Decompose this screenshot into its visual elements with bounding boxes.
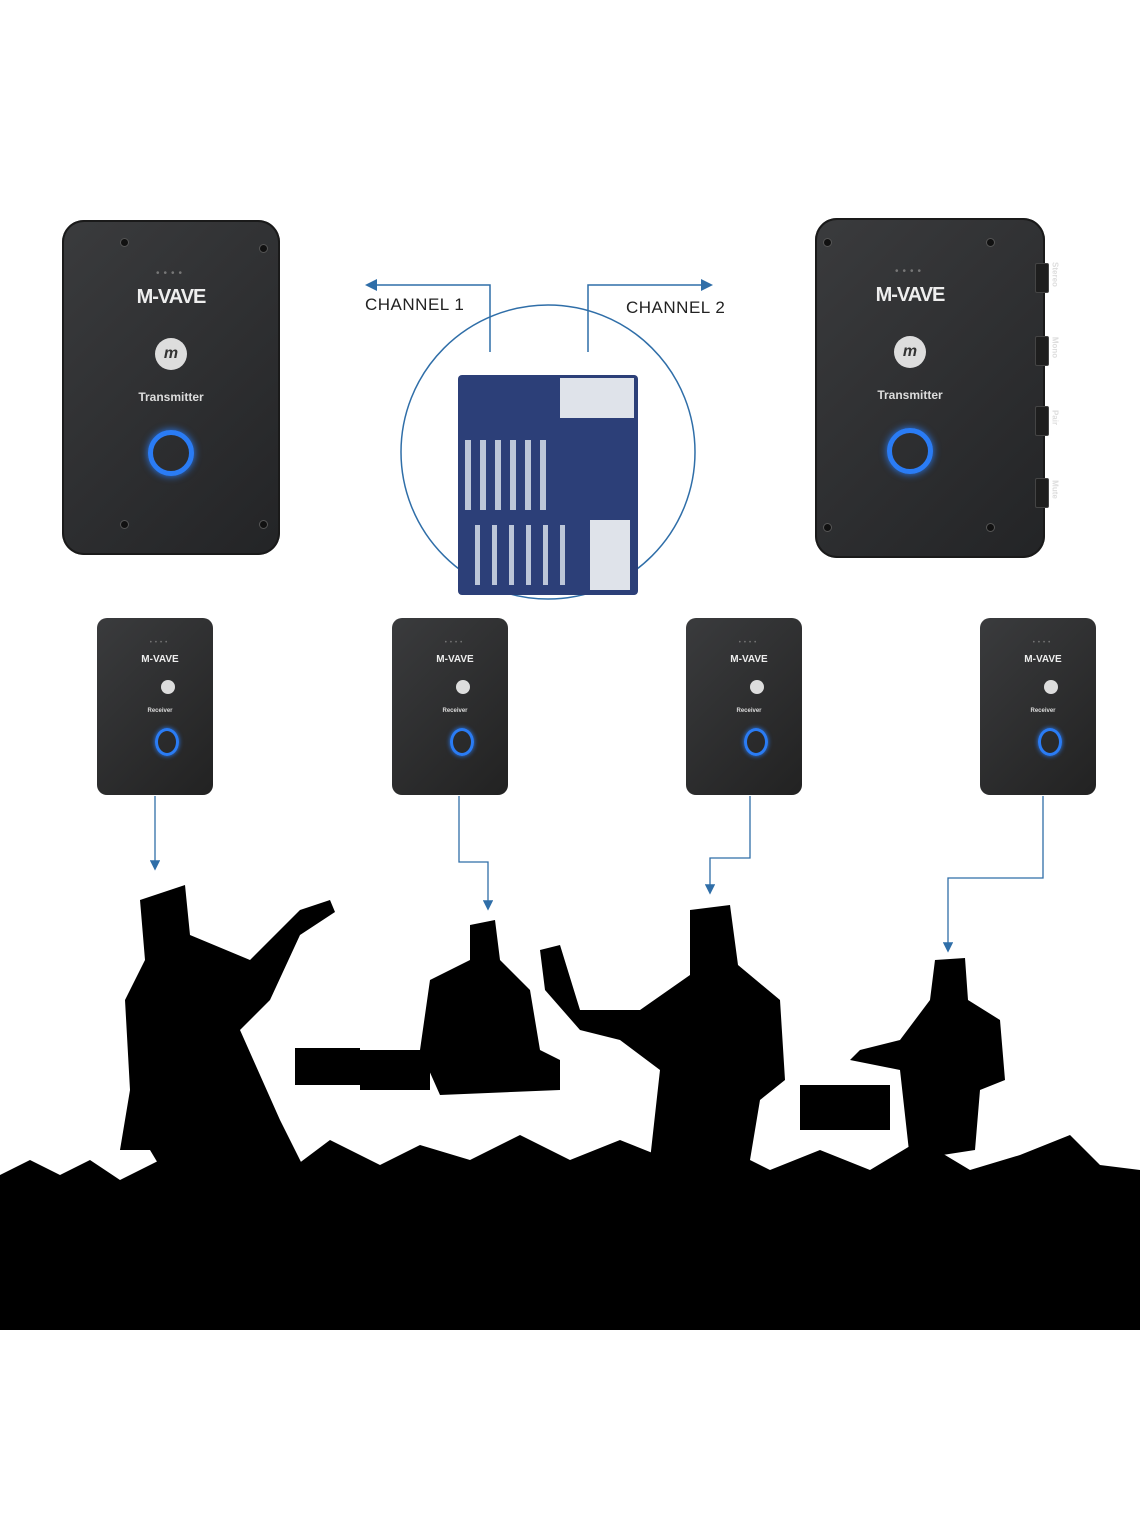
band-silhouette [0,885,1140,1330]
brand-logo: M-VAVE [141,654,179,665]
channel-arrows [365,279,713,352]
arrow-receiver-2 [458,796,494,911]
pair-button [1035,406,1049,436]
m-logo-icon [750,680,764,694]
receiver-arrows [149,796,1044,953]
battery-dots: •••• [444,640,466,646]
battery-dots: •••• [738,640,760,646]
device-label: Receiver [442,708,468,714]
device-label: Receiver [147,708,173,714]
device-label: Transmitter [877,388,943,402]
device-label: Receiver [1030,708,1056,714]
battery-dots: •••• [149,640,171,646]
battery-dots: •••• [894,266,926,277]
power-led-icon [148,430,194,476]
power-led-icon [450,728,474,756]
brand-logo: M-VAVE [1024,654,1062,665]
arrow-receiver-4 [942,796,1044,953]
channel-1-label: CHANNEL 1 [365,295,465,314]
channel-1-arrow [365,279,491,352]
device-label: Transmitter [138,390,204,404]
battery-dots: •••• [1032,640,1054,646]
power-led-icon [887,428,933,474]
receiver-2: •••• M-VAVE Receiver [392,618,508,795]
transmitter-right: •••• M-VAVE m Transmitter Stereo Mono Pa… [815,218,1060,558]
channel-2-label: CHANNEL 2 [626,298,726,317]
power-led-icon [1038,728,1062,756]
brand-logo: M-VAVE [136,286,207,308]
channel-2-arrow [587,279,713,352]
brand-logo: M-VAVE [730,654,768,665]
m-logo-icon: m [155,338,187,370]
receiver-1: •••• M-VAVE Receiver [97,618,213,795]
transmitter-left: •••• M-VAVE m Transmitter [62,220,280,555]
mute-button [1035,478,1049,508]
power-led-icon [744,728,768,756]
brand-logo: M-VAVE [436,654,474,665]
receiver-4: •••• M-VAVE Receiver [980,618,1096,795]
mixer-icon [458,375,638,595]
crowd-silhouette [0,1135,1140,1330]
mixer-circle [400,304,696,600]
power-led-icon [155,728,179,756]
mono-button [1035,336,1049,366]
device-label: Receiver [736,708,762,714]
m-logo-icon [161,680,175,694]
m-logo-icon [1044,680,1058,694]
arrow-receiver-3 [704,796,751,895]
battery-dots: •••• [155,268,187,279]
brand-logo: M-VAVE [875,284,946,306]
percussionist-silhouette [800,958,1005,1160]
drummer-silhouette [295,920,560,1095]
stereo-button [1035,263,1049,293]
receiver-3: •••• M-VAVE Receiver [686,618,802,795]
m-logo-icon [456,680,470,694]
guitarist-silhouette [120,885,335,1200]
singer-silhouette [540,905,785,1160]
m-logo-icon: m [894,336,926,368]
